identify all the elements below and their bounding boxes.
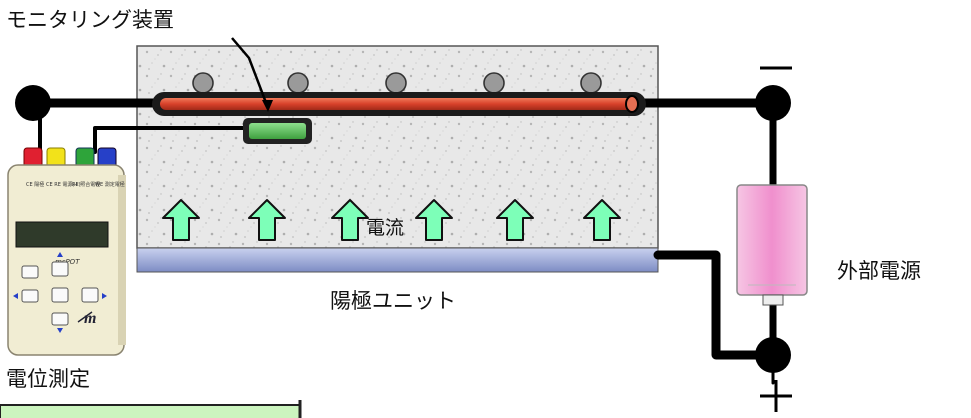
current-arrow <box>415 199 453 241</box>
terminal-label: CE 陽極 <box>26 181 44 188</box>
potential-meter: CE 陽極 CE RE 電源(+) RE 照合電極 WE 測定電極 msPOT … <box>7 147 126 356</box>
junction-right-top <box>755 85 791 121</box>
anode-unit <box>136 247 659 273</box>
junction-right-bottom <box>755 337 791 373</box>
external-power-label: 外部電源 <box>837 259 921 283</box>
junction-left <box>15 85 51 121</box>
current-arrow <box>583 199 621 241</box>
sensor <box>249 123 306 139</box>
bottom-panel <box>0 404 301 418</box>
meter-logo: m <box>84 310 96 327</box>
potential-measurement-label: 電位測定 <box>6 367 90 391</box>
anode-unit-label: 陽極ユニット <box>330 289 456 313</box>
terminal-label: WE 測定電極 <box>95 181 125 188</box>
label-pointer <box>231 37 270 109</box>
rebar-circles <box>192 72 602 94</box>
meter-display <box>15 221 109 248</box>
monitoring-device-label: モニタリング装置 <box>6 8 174 32</box>
current-arrows <box>162 199 621 241</box>
current-arrow <box>331 199 369 241</box>
current-arrow <box>496 199 534 241</box>
power-supply <box>736 184 808 306</box>
steel-bar-core <box>160 98 638 110</box>
current-label: 電流 <box>366 217 404 239</box>
plus-sign <box>760 380 792 412</box>
current-arrow <box>162 199 200 241</box>
terminal-label: CE RE 電源(+) <box>46 181 81 188</box>
current-arrow <box>248 199 286 241</box>
terminal-label: RE 照合電極 <box>72 181 100 188</box>
